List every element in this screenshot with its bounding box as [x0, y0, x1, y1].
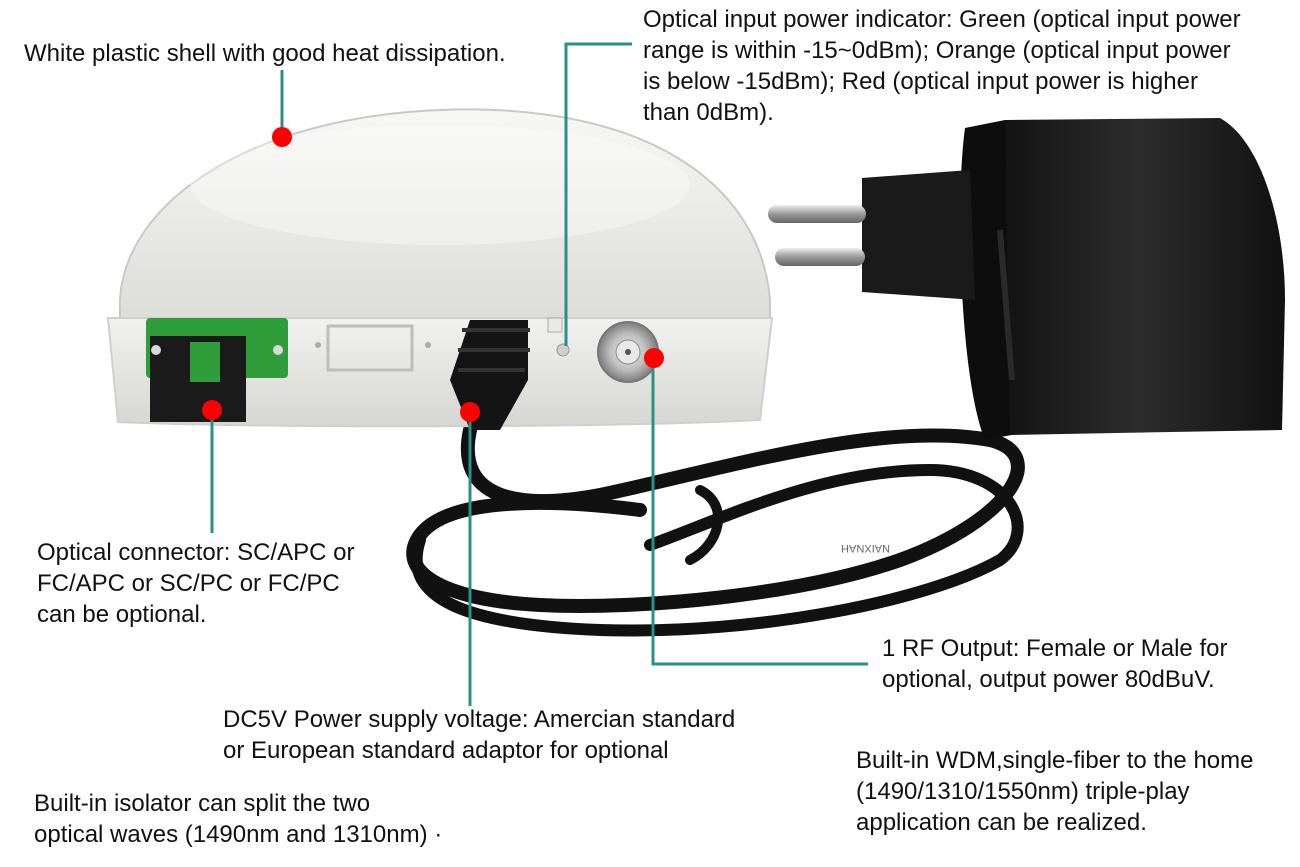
sc-apc-connector — [146, 318, 288, 422]
callout-isolator-line: optical waves (1490nm and 1310nm) · — [34, 821, 443, 848]
callout-rf-line: 1 RF Output: Female or Male for — [882, 635, 1228, 662]
power-adapter — [768, 118, 1285, 440]
callout-wdm: Built-in WDM,single-fiber to the home (1… — [856, 745, 1253, 838]
callout-indicator-line: range is within -15~0dBm); Orange (optic… — [643, 37, 1231, 64]
callout-connector: Optical connector: SC/APC or FC/APC or S… — [37, 537, 354, 630]
callout-indicator-line: than 0dBm). — [643, 99, 774, 126]
callout-indicator-line: is below -15dBm); Red (optical input pow… — [643, 68, 1198, 95]
rf-f-connector — [597, 321, 659, 383]
leader-lines — [210, 42, 868, 706]
marker-shell — [272, 127, 292, 147]
cable-print-text: NAIXNAH — [841, 542, 890, 554]
callout-isolator-line: Built-in isolator can split the two — [34, 790, 371, 817]
callout-wdm-line: Built-in WDM,single-fiber to the home — [856, 747, 1254, 774]
marker-rf — [644, 348, 664, 368]
callout-shell: White plastic shell with good heat dissi… — [24, 38, 506, 69]
callout-indicator-line: Optical input power indicator: Green (op… — [643, 6, 1241, 33]
callout-connector-line: can be optional. — [37, 601, 207, 628]
callout-indicator: Optical input power indicator: Green (op… — [643, 4, 1241, 128]
callout-rf-output: 1 RF Output: Female or Male for optional… — [882, 633, 1227, 695]
leader-indicator — [564, 42, 632, 346]
marker-connector — [202, 400, 222, 420]
marker-power — [460, 402, 480, 422]
callout-power-line: DC5V Power supply voltage: Amercian stan… — [223, 706, 736, 733]
callout-power: DC5V Power supply voltage: Amercian stan… — [223, 704, 735, 766]
callout-power-line: or European standard adaptor for optiona… — [223, 737, 669, 764]
callout-shell-line: White plastic shell with good heat dissi… — [24, 40, 506, 67]
leader-rf — [651, 360, 868, 666]
callout-connector-line: FC/APC or SC/PC or FC/PC — [37, 570, 340, 597]
callout-connector-line: Optical connector: SC/APC or — [37, 539, 355, 566]
callout-isolator: Built-in isolator can split the two opti… — [34, 788, 442, 850]
callout-wdm-line: application can be realized. — [856, 809, 1147, 836]
callout-rf-line: optional, output power 80dBuV. — [882, 666, 1215, 693]
marker-dots — [202, 127, 664, 422]
callout-wdm-line: (1490/1310/1550nm) triple-play — [856, 778, 1190, 805]
